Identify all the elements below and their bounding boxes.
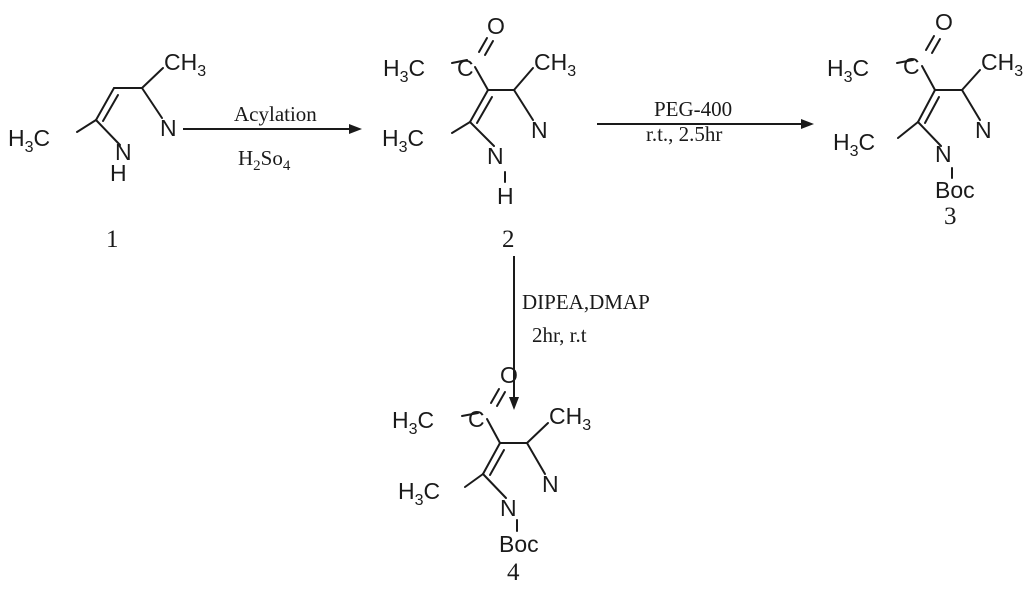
compound-2-methyl-5: H3C xyxy=(382,125,424,156)
reaction-2-above-label: PEG-400 xyxy=(654,97,732,121)
compound-4-n2-atom: N xyxy=(542,471,559,497)
compound-2-n2-atom: N xyxy=(531,117,548,143)
compound-3-bonds xyxy=(896,35,981,179)
compound-2-number: 2 xyxy=(502,226,515,253)
reaction-3-line1-label: DIPEA,DMAP xyxy=(522,290,650,314)
compound-1-number: 1 xyxy=(106,226,119,253)
compound-2: O H3C C CH3 H3C N N H 2 xyxy=(382,13,576,253)
compound-4-carbonyl-oxygen: O xyxy=(500,362,518,388)
compound-3-boc-group: Boc xyxy=(935,177,975,203)
compound-4-methyl-5: H3C xyxy=(398,478,440,509)
compound-3: O H3C C CH3 H3C N N Boc 3 xyxy=(827,9,1023,230)
compound-3-n1-atom: N xyxy=(935,141,952,167)
reaction-1-above-label: Acylation xyxy=(234,102,317,126)
compound-3-methyl-5: H3C xyxy=(833,129,875,160)
reaction-1-below-label: H2So4 xyxy=(238,146,291,174)
compound-1-n1-atom: N xyxy=(115,139,132,165)
compound-3-number: 3 xyxy=(944,203,957,230)
compound-1-methyl-5: H3C xyxy=(8,125,50,156)
compound-2-n1-atom: N xyxy=(487,143,504,169)
compound-2-acetyl-carbon: C xyxy=(457,55,474,81)
compound-2-carbonyl-oxygen: O xyxy=(487,13,505,39)
compound-3-acetyl-carbon: C xyxy=(903,53,920,79)
compound-4-acetyl-methyl: H3C xyxy=(392,407,434,438)
compound-4-bonds xyxy=(461,388,549,532)
compound-2-methyl-3: CH3 xyxy=(534,49,576,80)
compound-4-acetyl-carbon: C xyxy=(468,406,485,432)
compound-3-n2-atom: N xyxy=(975,117,992,143)
reaction-arrow-2-to-3: PEG-400 r.t., 2.5hr xyxy=(597,97,814,146)
reaction-arrow-2-to-4: DIPEA,DMAP 2hr, r.t xyxy=(509,256,650,410)
compound-3-methyl-3: CH3 xyxy=(981,49,1023,80)
reaction-3-line2-label: 2hr, r.t xyxy=(532,323,587,347)
compound-4-methyl-3: CH3 xyxy=(549,403,591,434)
compound-2-nh-hydrogen: H xyxy=(497,183,514,209)
compound-3-acetyl-methyl: H3C xyxy=(827,55,869,86)
compound-4-number: 4 xyxy=(507,559,520,586)
compound-2-bonds xyxy=(451,37,534,183)
compound-4-n1-atom: N xyxy=(500,495,517,521)
compound-1-n2-atom: N xyxy=(160,115,177,141)
compound-4: O H3C C CH3 H3C N N Boc 4 xyxy=(392,362,591,586)
compound-1: N N H CH3 H3C 1 xyxy=(8,49,206,253)
reaction-arrow-1-to-2: Acylation H2So4 xyxy=(183,102,362,174)
compound-1-nh-hydrogen: H xyxy=(110,160,127,186)
compound-1-bonds xyxy=(76,67,164,146)
compound-4-boc-group: Boc xyxy=(499,531,539,557)
reaction-2-below-label: r.t., 2.5hr xyxy=(646,122,722,146)
compound-2-acetyl-methyl: H3C xyxy=(383,55,425,86)
compound-3-carbonyl-oxygen: O xyxy=(935,9,953,35)
compound-1-methyl-3: CH3 xyxy=(164,49,206,80)
